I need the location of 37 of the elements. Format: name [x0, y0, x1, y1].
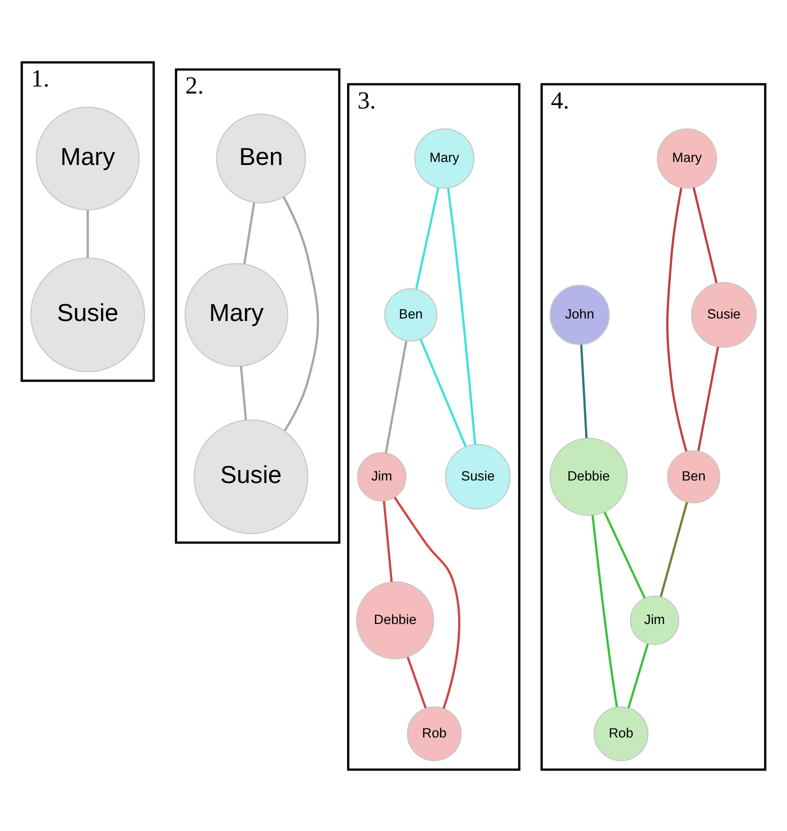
node-circle: Susie [445, 443, 511, 510]
connector [697, 346, 720, 450]
connector [415, 186, 440, 289]
node-circle: John [550, 284, 610, 345]
node-circle: Ben [216, 113, 306, 203]
connector [580, 344, 588, 438]
connector [660, 501, 688, 596]
node-circle: Mary [184, 262, 288, 366]
connector [86, 210, 89, 258]
connector [627, 643, 649, 708]
connector [406, 656, 427, 708]
node-circle: Jim [630, 595, 680, 645]
connector [604, 511, 646, 598]
node-circle: Rob [594, 706, 648, 761]
connector [592, 514, 618, 707]
connector [382, 500, 393, 582]
connector [666, 187, 688, 452]
node-circle: Susie [194, 418, 308, 534]
node-circle: Jim [357, 452, 406, 501]
connector [240, 366, 247, 420]
node-circle: Debbie [356, 580, 434, 659]
connector [282, 196, 320, 431]
connector [447, 187, 476, 444]
node-circle: Mary [656, 128, 718, 188]
node-circle: Mary [36, 106, 140, 210]
connector [384, 340, 408, 453]
connector [394, 496, 460, 708]
connector [243, 202, 256, 264]
node-circle: Debbie [550, 437, 628, 516]
node-circle: Ben [384, 288, 438, 341]
node-circle: Ben [667, 450, 720, 503]
node-circle: Mary [414, 128, 474, 188]
node-circle: Rob [406, 706, 462, 761]
connector [420, 338, 467, 446]
connector [692, 186, 718, 283]
node-circle: Susie [691, 282, 757, 348]
node-circle: Susie [30, 257, 146, 372]
